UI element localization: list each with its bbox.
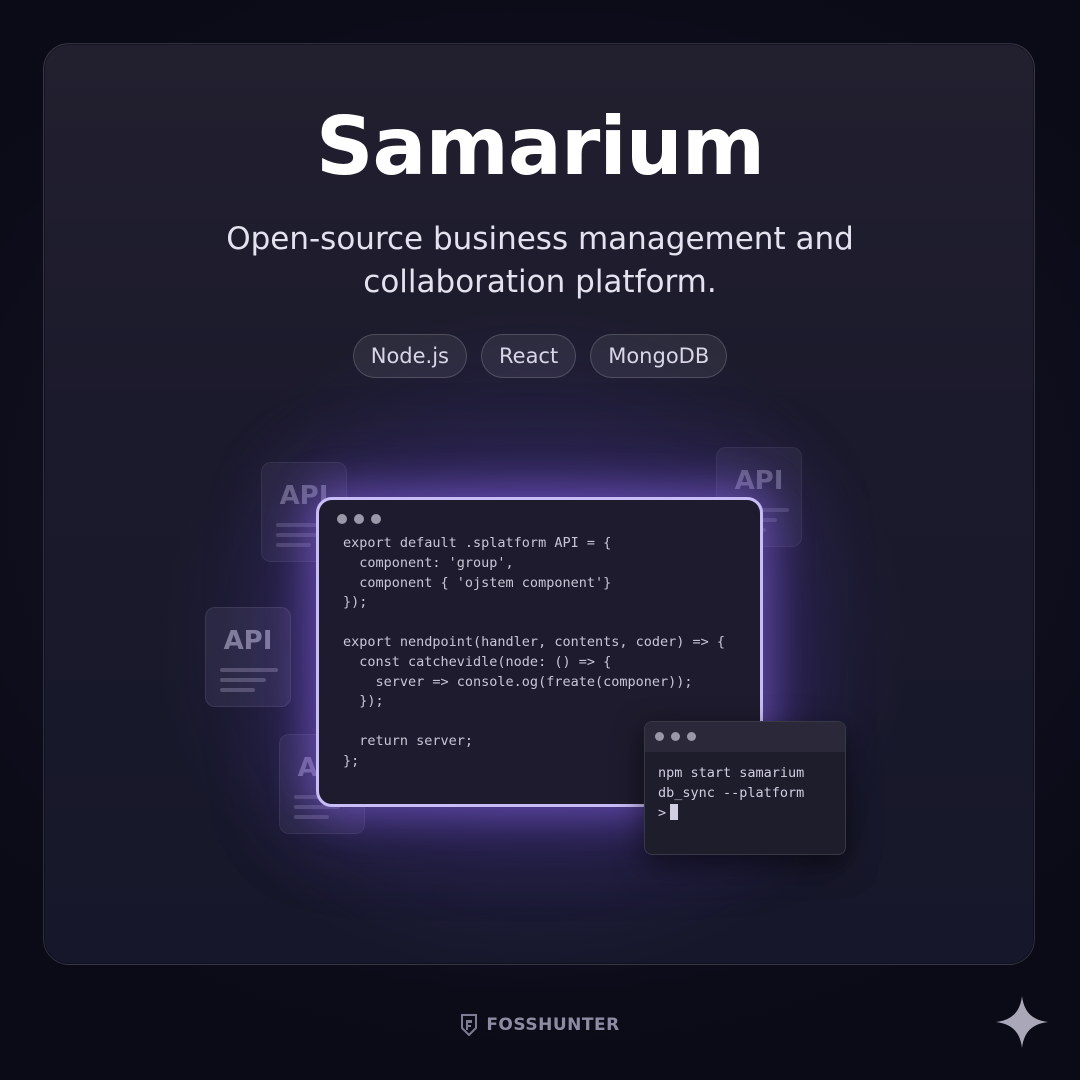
footer-brand: FOSSHUNTER	[0, 1014, 1080, 1036]
code-line: component { 'ojstem component'}	[343, 574, 612, 591]
page-subtitle: Open-source business management and coll…	[226, 221, 854, 300]
code-line: });	[343, 693, 384, 710]
tech-tags: Node.js React MongoDB	[0, 334, 1080, 378]
code-line: export nendpoint(handler, contents, code…	[343, 633, 726, 650]
window-dot-icon	[371, 514, 381, 524]
brand-name: FOSSHUNTER	[486, 1015, 620, 1035]
api-document-label: API	[734, 466, 784, 496]
window-dot-icon	[655, 732, 664, 741]
api-document-label: API	[223, 626, 273, 656]
fosshunter-logo-icon	[461, 1014, 478, 1036]
terminal-line: npm start samarium	[658, 765, 805, 781]
page-title: Samarium	[315, 100, 765, 193]
window-dot-icon	[671, 732, 680, 741]
api-document-icon: API	[261, 462, 347, 562]
window-dot-icon	[354, 514, 364, 524]
terminal-cursor	[670, 804, 679, 820]
sparkle-icon	[996, 996, 1048, 1048]
tag-nodejs: Node.js	[352, 334, 467, 378]
code-line: return server;	[343, 732, 474, 749]
tag-react: React	[481, 334, 577, 378]
code-block: export default .splatform API = { compon…	[343, 534, 725, 772]
terminal-prompt-line: >	[658, 803, 804, 823]
code-line: });	[343, 594, 368, 611]
code-line: component: 'group',	[343, 554, 514, 571]
code-line: };	[343, 752, 360, 769]
terminal-output: npm start samarium db_sync --platform >	[658, 763, 804, 823]
window-controls	[655, 732, 696, 741]
window-controls	[337, 514, 381, 524]
terminal-window: npm start samarium db_sync --platform >	[644, 721, 846, 855]
window-dot-icon	[337, 514, 347, 524]
window-dot-icon	[687, 732, 696, 741]
terminal-prompt: >	[658, 805, 667, 821]
code-line: export default .splatform API = {	[343, 535, 612, 551]
terminal-line: db_sync --platform	[658, 785, 805, 801]
tag-mongodb: MongoDB	[590, 334, 728, 378]
code-line: server => console.og(freate(componer));	[343, 673, 693, 690]
code-line: const catchevidle(node: () => {	[343, 653, 612, 670]
api-document-icon: API	[205, 607, 291, 707]
